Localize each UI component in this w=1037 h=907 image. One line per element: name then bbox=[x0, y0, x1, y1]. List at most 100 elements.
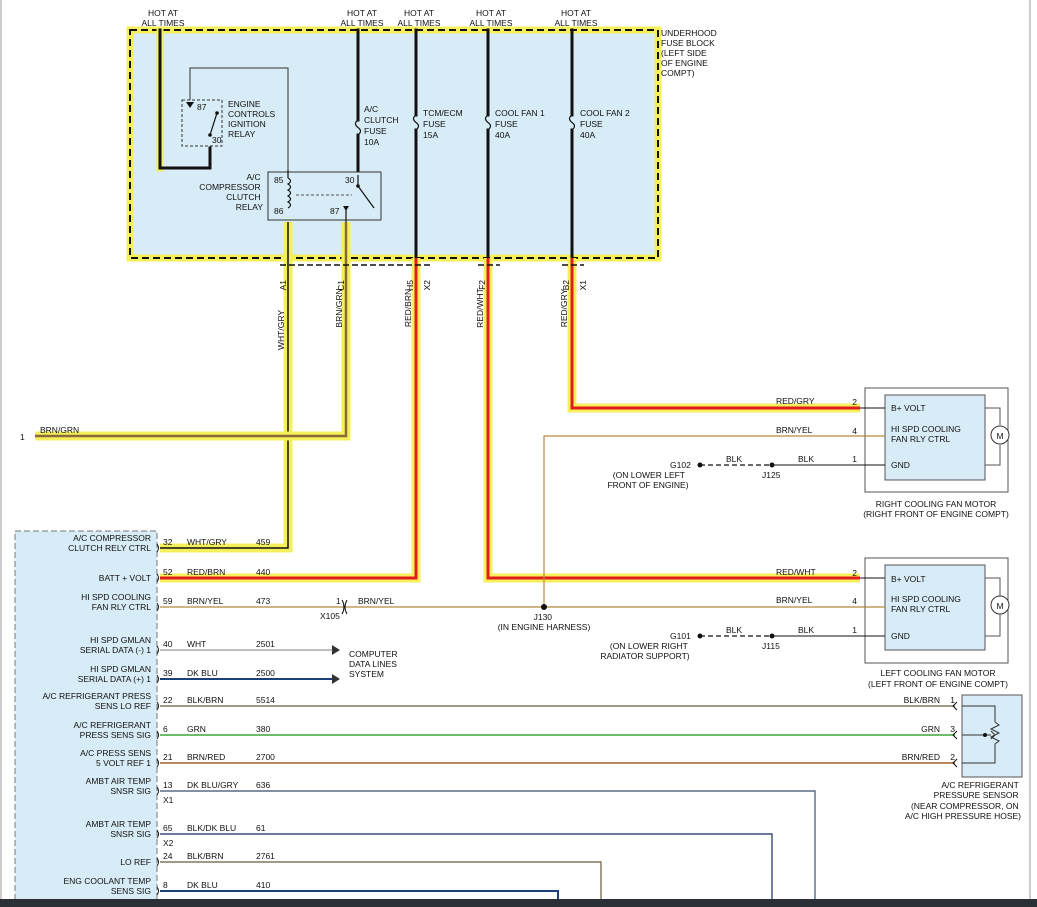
svg-text:ALL TIMES: ALL TIMES bbox=[555, 18, 598, 28]
svg-text:FAN RLY CTRL: FAN RLY CTRL bbox=[891, 604, 950, 614]
ecm-row-circuit: 61 bbox=[256, 823, 266, 833]
ecm-row-label: AMBT AIR TEMP bbox=[86, 776, 152, 786]
ecm-row-pin: 8 bbox=[163, 880, 168, 890]
ecm-row-circuit: 440 bbox=[256, 567, 270, 577]
ground-g102: G102 bbox=[670, 460, 691, 470]
tcm-ecm-fuse-label: TCM/ECM FUSE 15A bbox=[423, 108, 465, 140]
svg-text:HOT AT: HOT AT bbox=[476, 8, 506, 18]
svg-text:85: 85 bbox=[274, 175, 284, 185]
svg-text:GND: GND bbox=[891, 631, 910, 641]
ecm-row-wire-color: DK BLU bbox=[187, 668, 218, 678]
svg-text:H5: H5 bbox=[405, 280, 415, 291]
svg-text:RED/WHT: RED/WHT bbox=[475, 288, 485, 328]
ecm-row-wire-color: RED/BRN bbox=[187, 567, 225, 577]
ecm-row-label: FAN RLY CTRL bbox=[92, 602, 151, 612]
svg-text:4: 4 bbox=[852, 596, 857, 606]
ecm-row-label: SENS SIG bbox=[111, 886, 151, 896]
ecm-row-wire-color: WHT bbox=[187, 639, 206, 649]
svg-text:HI SPD COOLING: HI SPD COOLING bbox=[891, 424, 961, 434]
brn-grn-label: BRN/GRN bbox=[40, 425, 79, 435]
ecm-row-circuit: 473 bbox=[256, 596, 270, 606]
svg-text:HOT AT: HOT AT bbox=[347, 8, 377, 18]
svg-text:BRN/YEL: BRN/YEL bbox=[776, 425, 813, 435]
svg-text:RED/GRY: RED/GRY bbox=[776, 396, 815, 406]
ecm-row-label: A/C REFRIGERANT PRESS bbox=[43, 691, 152, 701]
computer-data-lines-label: COMPUTER DATA LINES SYSTEM bbox=[349, 649, 400, 679]
svg-text:BRN/GRN: BRN/GRN bbox=[334, 288, 344, 327]
cool-fan-1-fuse-label: COOL FAN 1 FUSE 40A bbox=[495, 108, 547, 140]
svg-text:FAN RLY CTRL: FAN RLY CTRL bbox=[891, 434, 950, 444]
ecm-row-pin: 65 bbox=[163, 823, 173, 833]
svg-text:X1: X1 bbox=[578, 280, 588, 291]
ecm-row-wire-color: GRN bbox=[187, 724, 206, 734]
ecm-row-wire-color: BLK/DK BLU bbox=[187, 823, 236, 833]
ecm-row-label: A/C COMPRESSOR bbox=[73, 533, 151, 543]
ecm-pin-bracket bbox=[156, 645, 159, 655]
ecm-row-pin: 6 bbox=[163, 724, 168, 734]
brn-grn-pin: 1 bbox=[20, 432, 25, 442]
svg-text:BRN/RED: BRN/RED bbox=[902, 752, 940, 762]
svg-text:1: 1 bbox=[852, 625, 857, 635]
svg-text:(ON LOWER RIGHT RADIATOR S: (ON LOWER RIGHT RADIATOR SUPPORT) bbox=[600, 641, 690, 661]
ecm-row-label: HI SPD COOLING bbox=[81, 592, 151, 602]
ecm-row-wire-color: DK BLU bbox=[187, 880, 218, 890]
svg-text:B2: B2 bbox=[561, 280, 571, 291]
ac-refrigerant-pressure-sensor: BLK/BRN 1 GRN 3 BRN/RED 2 A/C REFRIGERAN… bbox=[902, 694, 1023, 821]
ecm-pin-bracket bbox=[156, 674, 159, 684]
sensor-wires bbox=[160, 705, 955, 907]
ecm-row-pin: 32 bbox=[163, 537, 173, 547]
svg-text:BRN/YEL: BRN/YEL bbox=[776, 595, 813, 605]
svg-text:GND: GND bbox=[891, 460, 910, 470]
svg-text:87: 87 bbox=[197, 102, 207, 112]
svg-text:ALL TIMES: ALL TIMES bbox=[398, 18, 441, 28]
ecm-row-pin: 39 bbox=[163, 668, 173, 678]
fuse-block-title: UNDERHOOD FUSE BLOCK (LEFT SIDE OF ENGIN… bbox=[661, 28, 719, 78]
svg-text:GRN: GRN bbox=[921, 724, 940, 734]
ecm-row-pin: 59 bbox=[163, 596, 173, 606]
svg-text:HI SPD COOLING: HI SPD COOLING bbox=[891, 594, 961, 604]
svg-text:2: 2 bbox=[852, 568, 857, 578]
svg-text:X2: X2 bbox=[422, 280, 432, 291]
svg-text:F2: F2 bbox=[477, 280, 487, 290]
svg-text:RED/GRY: RED/GRY bbox=[559, 288, 569, 327]
ecm-row-circuit: 2761 bbox=[256, 851, 275, 861]
ecm-row-wire-color: BLK/BRN bbox=[187, 851, 223, 861]
ecm-row-circuit: 2700 bbox=[256, 752, 275, 762]
ecm-pin-bracket bbox=[156, 758, 159, 768]
ecm-pin-bracket bbox=[156, 786, 159, 796]
svg-text:RIGHT COOLING FAN MOTOR: RIGHT COOLING FAN MOTOR bbox=[876, 499, 997, 509]
svg-text:ALL TIMES: ALL TIMES bbox=[341, 18, 384, 28]
hot-labels: HOT AT ALL TIMES HOT AT ALL TIMES HOT AT… bbox=[142, 8, 598, 28]
bottom-scroll-strip bbox=[0, 899, 1037, 907]
fuse-block-pin-labels: A1 C1 H5 X2 F2 B2 X1 WHT/GRY BRN/GRN RED… bbox=[276, 280, 588, 350]
svg-text:RED/WHT: RED/WHT bbox=[776, 567, 816, 577]
ecm-row-wire-color: BRN/RED bbox=[187, 752, 225, 762]
svg-text:RED/BRN: RED/BRN bbox=[403, 289, 413, 327]
ecm-row-pin: 52 bbox=[163, 567, 173, 577]
svg-text:1: 1 bbox=[336, 596, 341, 606]
ecm-pin-bracket bbox=[156, 543, 159, 553]
svg-text:30: 30 bbox=[212, 135, 222, 145]
fuses bbox=[354, 114, 576, 136]
ecm-row-label: A/C REFRIGERANT bbox=[74, 720, 151, 730]
ecm-row-label: A/C PRESS SENS bbox=[80, 748, 151, 758]
ecm-pin-bracket bbox=[156, 701, 159, 711]
ecm-row-circuit: 459 bbox=[256, 537, 270, 547]
ecm-row-label: 5 VOLT REF 1 bbox=[96, 758, 151, 768]
ecm-row-label: SERIAL DATA (+) 1 bbox=[78, 674, 152, 684]
data-line-arrows: COMPUTER DATA LINES SYSTEM bbox=[160, 645, 400, 684]
svg-text:1: 1 bbox=[852, 454, 857, 464]
ecm-module bbox=[14, 530, 158, 907]
svg-text:M: M bbox=[996, 601, 1003, 611]
svg-text:B+ VOLT: B+ VOLT bbox=[891, 403, 926, 413]
ac-compressor-clutch-relay: 85 86 30 87 A/C COMPRESSOR CLUTCH RELAY bbox=[199, 170, 382, 222]
ecm-row-wire-color: WHT/GRY bbox=[187, 537, 227, 547]
svg-text:A1: A1 bbox=[278, 280, 288, 291]
svg-text:BLK: BLK bbox=[798, 625, 814, 635]
ecm-row-label: SENS LO REF bbox=[95, 701, 151, 711]
svg-text:(LEFT FRONT OF ENGINE COMPT): (LEFT FRONT OF ENGINE COMPT) bbox=[868, 679, 1008, 689]
ecm-pin-bracket bbox=[156, 857, 159, 867]
svg-text:86: 86 bbox=[274, 206, 284, 216]
